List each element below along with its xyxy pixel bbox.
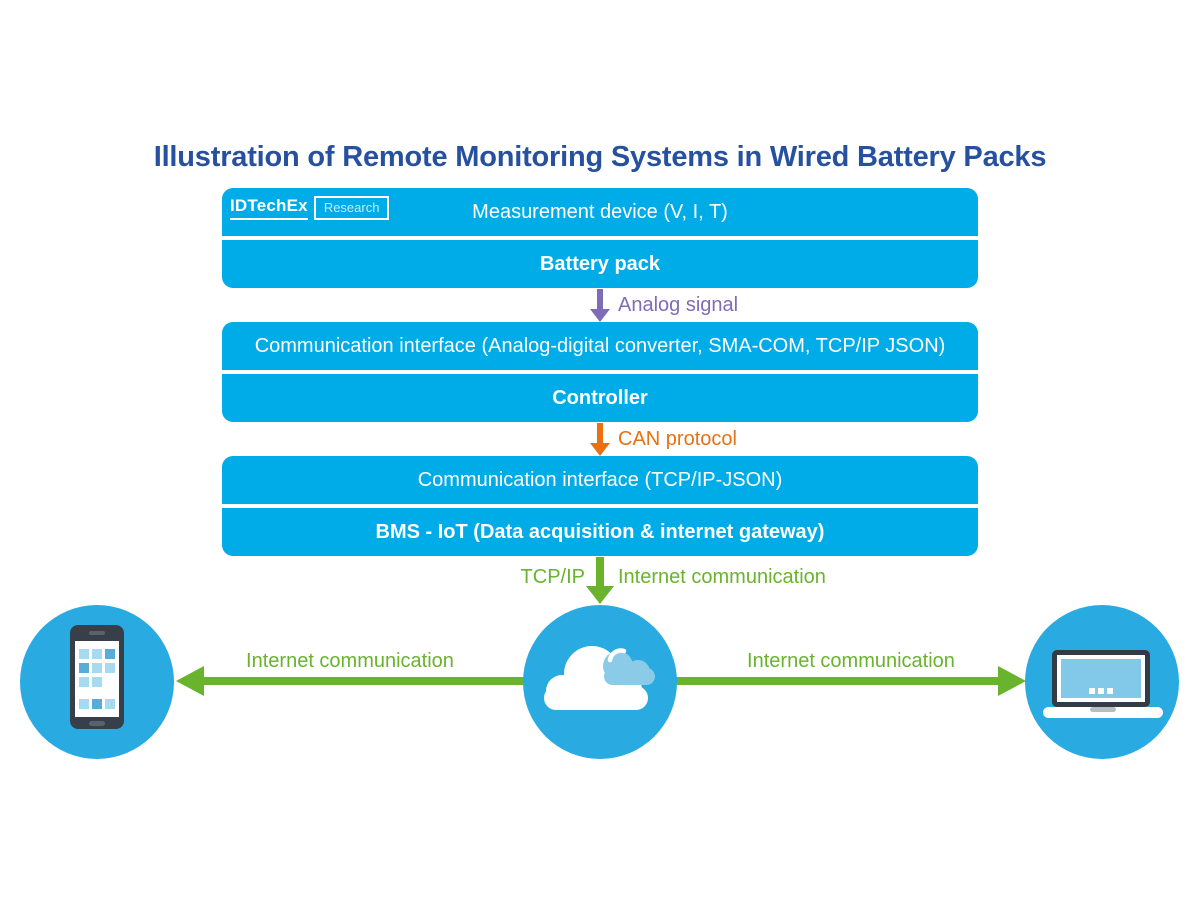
block-comm-interface-adc: Communication interface (Analog-digital … <box>222 322 978 370</box>
block-comm-interface-tcpip-label: Communication interface (TCP/IP-JSON) <box>417 468 783 491</box>
block-bms-iot: BMS - IoT (Data acquisition & internet g… <box>222 508 978 556</box>
block-battery-pack-label: Battery pack <box>539 252 661 275</box>
can-protocol-arrow-icon <box>590 423 610 456</box>
analog-signal-arrow-icon <box>590 289 610 322</box>
page-title: Illustration of Remote Monitoring System… <box>153 141 1047 173</box>
smartphone-icon <box>70 625 124 729</box>
block-group-bms-iot: Communication interface (TCP/IP-JSON) BM… <box>222 456 978 556</box>
laptop-icon <box>1043 650 1163 718</box>
cloud-icon <box>544 646 655 710</box>
block-group-battery: Measurement device (V, I, T) Battery pac… <box>222 188 978 288</box>
internet-communication-mid-label: Internet communication <box>618 566 826 588</box>
endpoint-circle-cloud <box>523 605 677 759</box>
block-comm-interface-adc-label: Communication interface (Analog-digital … <box>254 334 946 357</box>
internet-down-arrow-icon <box>586 557 614 604</box>
internet-communication-left-label: Internet communication <box>246 650 454 672</box>
internet-left-arrow-icon <box>176 666 524 696</box>
idtechex-logo-brand: IDTechEx <box>230 196 308 220</box>
block-battery-pack: Battery pack <box>222 240 978 288</box>
block-measurement-device-label: Measurement device (V, I, T) <box>472 200 728 223</box>
internet-right-arrow-icon <box>676 666 1026 696</box>
endpoint-circle-laptop <box>1025 605 1179 759</box>
analog-signal-label: Analog signal <box>618 294 739 316</box>
idtechex-logo-research: Research <box>313 196 390 220</box>
endpoint-circle-phone <box>20 605 174 759</box>
idtechex-logo: IDTechEx Research <box>230 196 390 220</box>
block-bms-iot-label: BMS - IoT (Data acquisition & internet g… <box>375 520 825 543</box>
can-protocol-label: CAN protocol <box>618 428 737 450</box>
internet-communication-right-label: Internet communication <box>747 650 955 672</box>
block-comm-interface-tcpip: Communication interface (TCP/IP-JSON) <box>222 456 978 504</box>
block-controller-label: Controller <box>552 386 648 409</box>
block-controller: Controller <box>222 374 978 422</box>
tcpip-label: TCP/IP <box>520 566 585 588</box>
block-group-controller: Communication interface (Analog-digital … <box>222 322 978 422</box>
